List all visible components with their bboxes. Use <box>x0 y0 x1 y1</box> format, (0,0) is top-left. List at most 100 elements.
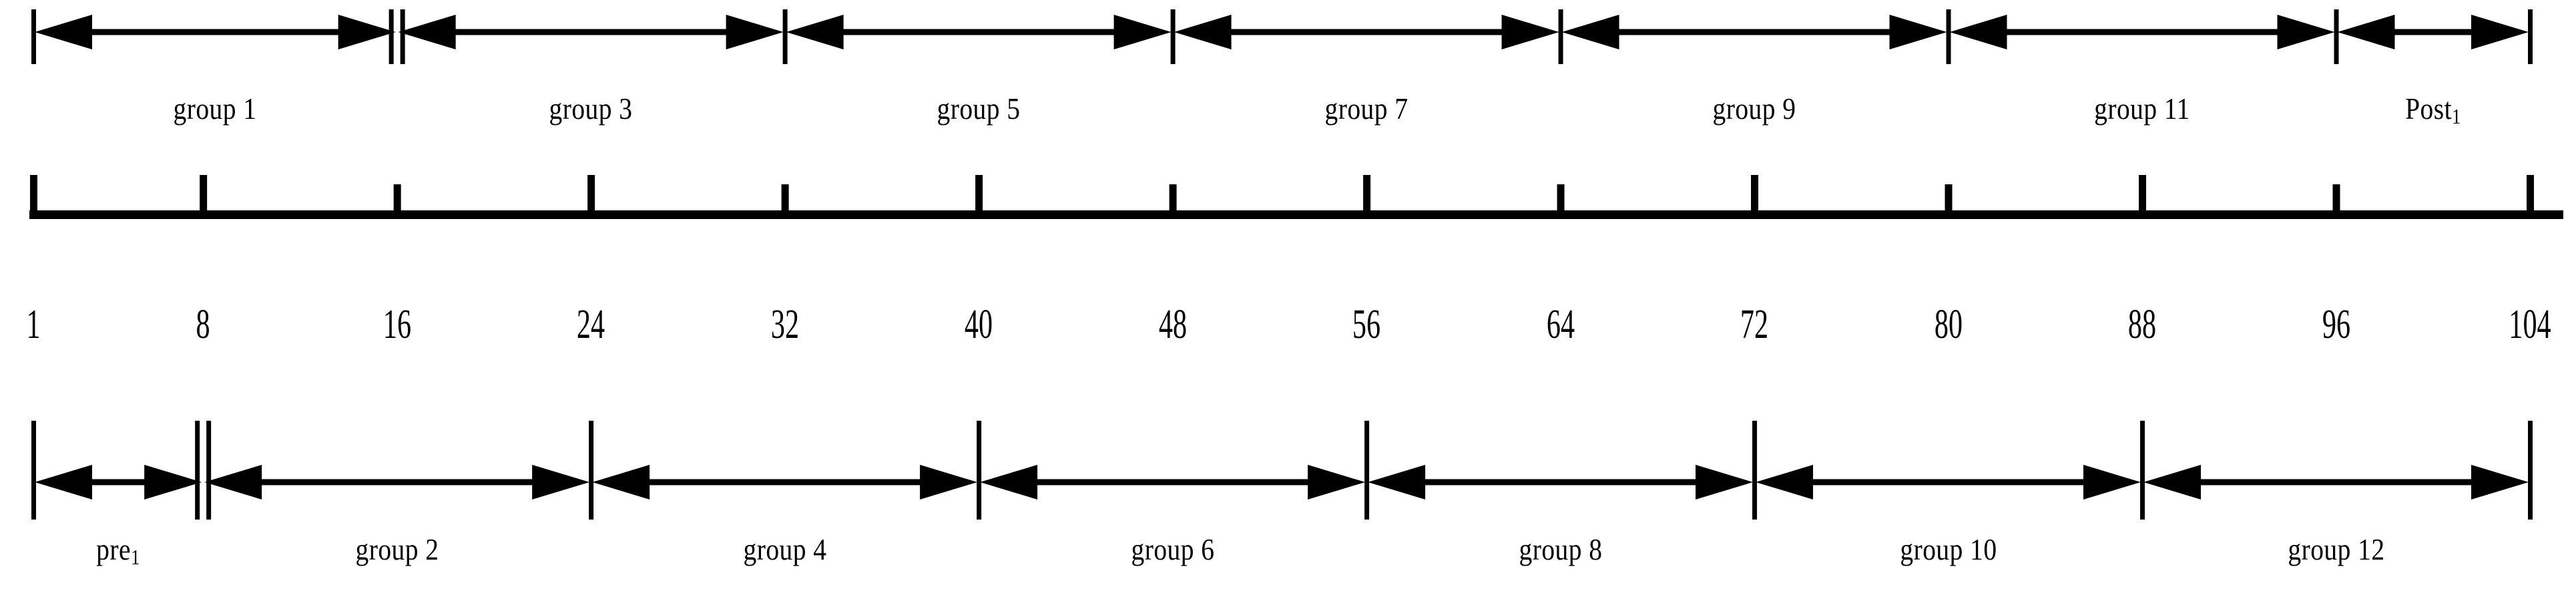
axis-tick-1 <box>30 175 37 212</box>
arrow-head-left <box>1949 15 2007 49</box>
arrow-head-right <box>1889 15 1947 49</box>
span-label-group-11: group 11 <box>2094 91 2190 126</box>
axis-tick-32 <box>781 184 789 212</box>
arrow-head-left <box>35 15 92 49</box>
span-label-group-8: group 8 <box>1519 532 1603 566</box>
axis-tick-8 <box>200 175 208 212</box>
arrow-shaft <box>1424 479 1698 485</box>
axis-tick-72 <box>1751 175 1759 212</box>
arrow-shaft <box>91 479 146 485</box>
arrow-head-right <box>726 15 784 49</box>
axis-tick-64 <box>1557 184 1565 212</box>
axis-tick-label-8: 8 <box>196 302 210 347</box>
span-arrow-group-3 <box>398 15 784 49</box>
span-label-group-1: group 1 <box>173 91 257 126</box>
separator-bottom-56 <box>1364 421 1370 520</box>
separator-bottom-104 <box>2528 421 2533 520</box>
arrow-shaft <box>2200 479 2473 485</box>
separator-bottom-88 <box>2140 421 2145 520</box>
axis-tick-label-104: 104 <box>2509 302 2551 347</box>
span-arrow-group-1 <box>35 15 396 49</box>
arrow-head-left <box>786 15 844 49</box>
separator-top-32 <box>782 9 788 64</box>
arrow-head-left <box>1561 15 1619 49</box>
separator-bottom-1 <box>31 421 36 520</box>
arrow-head-left <box>204 465 262 500</box>
separator-top-16b <box>400 9 405 64</box>
separator-top-104 <box>2528 9 2533 64</box>
axis-tick-label-96: 96 <box>2322 302 2350 347</box>
separator-top-64 <box>1558 9 1563 64</box>
axis-tick-label-40: 40 <box>965 302 993 347</box>
label-subscript: 1 <box>131 545 140 569</box>
arrow-head-right <box>532 465 590 500</box>
separator-top-48 <box>1170 9 1176 64</box>
arrow-shaft <box>260 479 534 485</box>
axis-tick-label-72: 72 <box>1740 302 1769 347</box>
axis-tick-80 <box>1945 184 1953 212</box>
span-label-group-9: group 9 <box>1712 91 1796 126</box>
separator-bottom-8b <box>206 421 212 520</box>
axis-tick-label-32: 32 <box>770 302 799 347</box>
arrow-shaft <box>1617 29 1891 35</box>
span-label-group-4: group 4 <box>743 532 827 566</box>
span-arrow-group-11 <box>1949 15 2335 49</box>
arrow-head-right <box>338 15 396 49</box>
span-label-group-6: group 6 <box>1131 532 1215 566</box>
span-arrow-group-8 <box>1368 465 1754 500</box>
axis-tick-label-16: 16 <box>382 302 411 347</box>
arrow-shaft <box>1230 29 1503 35</box>
axis-tick-96 <box>2332 184 2340 212</box>
axis-tick-104 <box>2527 175 2534 212</box>
arrow-head-right <box>1696 465 1754 500</box>
arrow-shaft <box>454 29 728 35</box>
axis-tick-16 <box>393 184 401 212</box>
span-label-group-7: group 7 <box>1324 91 1408 126</box>
separator-top-16a <box>389 9 394 64</box>
span-arrow-group-12 <box>2143 465 2529 500</box>
span-label-group-5: group 5 <box>937 91 1021 126</box>
label-text: Post <box>2404 91 2452 126</box>
separator-bottom-8a <box>195 421 200 520</box>
span-arrow-group-10 <box>1756 465 2141 500</box>
axis-tick-label-1: 1 <box>26 302 41 347</box>
axis-tick-label-64: 64 <box>1546 302 1575 347</box>
arrow-head-left <box>592 465 650 500</box>
arrow-head-right <box>144 465 202 500</box>
arrow-head-left <box>980 465 1038 500</box>
label-subscript: 1 <box>2451 104 2461 128</box>
axis-baseline <box>29 210 2563 219</box>
arrow-head-left <box>1174 15 1232 49</box>
arrow-shaft <box>1812 479 2085 485</box>
arrow-head-left <box>35 465 92 500</box>
axis-tick-label-48: 48 <box>1158 302 1187 347</box>
span-arrow-group-7 <box>1174 15 1559 49</box>
arrow-shaft <box>2005 29 2279 35</box>
arrow-head-right <box>1308 465 1366 500</box>
span-label-group-3: group 3 <box>549 91 633 126</box>
span-arrow-group-9 <box>1561 15 1947 49</box>
arrow-head-left <box>2143 465 2202 500</box>
span-label-group-10: group 10 <box>1899 532 1997 566</box>
arrow-shaft <box>648 479 922 485</box>
arrow-head-right <box>2277 15 2335 49</box>
arrow-head-right <box>2471 15 2529 49</box>
axis-tick-label-24: 24 <box>577 302 605 347</box>
arrow-shaft <box>2393 29 2473 35</box>
axis-tick-label-88: 88 <box>2127 302 2157 347</box>
arrow-head-right <box>1501 15 1559 49</box>
label-text: pre <box>96 532 132 566</box>
span-arrow-group-6 <box>980 465 1366 500</box>
separator-top-80 <box>1946 9 1951 64</box>
span-arrow-group-5 <box>786 15 1172 49</box>
axis-tick-56 <box>1363 175 1371 212</box>
axis-tick-88 <box>2139 175 2147 212</box>
arrow-head-left <box>1368 465 1426 500</box>
arrow-head-left <box>398 15 456 49</box>
separator-top-1 <box>31 9 36 64</box>
arrow-head-left <box>1756 465 1814 500</box>
separator-bottom-40 <box>977 421 982 520</box>
span-arrow-pre- <box>35 465 202 500</box>
